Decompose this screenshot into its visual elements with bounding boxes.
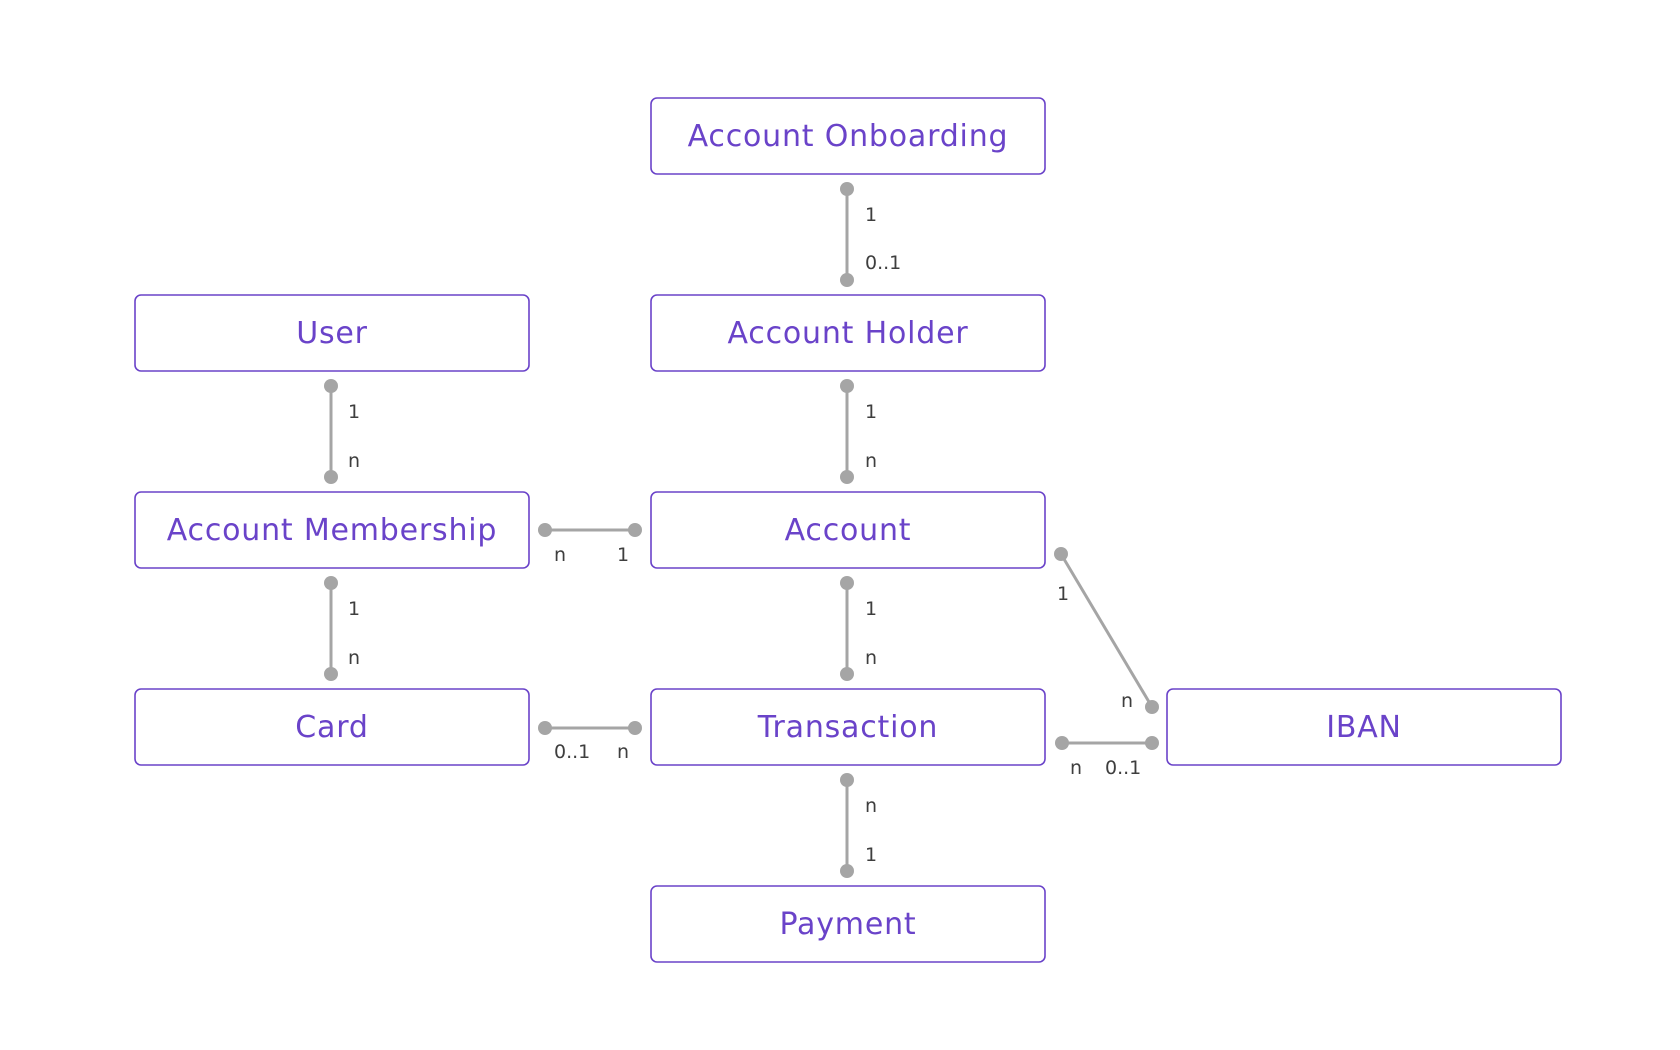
connector-endpoint xyxy=(1055,736,1069,750)
cardinality-label: 1 xyxy=(348,598,360,620)
cardinality-label: 1 xyxy=(617,544,629,566)
connector-endpoint xyxy=(840,667,854,681)
cardinality-label: 1 xyxy=(865,598,877,620)
connector-endpoint xyxy=(324,576,338,590)
cardinality-label: 1 xyxy=(865,401,877,423)
cardinality-label: n xyxy=(1070,757,1082,779)
connector-endpoint xyxy=(1054,547,1068,561)
entity-label: Account Onboarding xyxy=(688,119,1009,154)
entity-label: Account Membership xyxy=(167,513,497,548)
connector-endpoint xyxy=(840,864,854,878)
connector-endpoint xyxy=(538,523,552,537)
entity-label: Payment xyxy=(780,907,917,942)
cardinality-label: 1 xyxy=(865,204,877,226)
entity-user[interactable]: User xyxy=(134,294,530,372)
entity-box xyxy=(650,885,1046,963)
connector-endpoint xyxy=(324,667,338,681)
connector-endpoint xyxy=(840,379,854,393)
entity-label: IBAN xyxy=(1326,710,1402,745)
relationship-user-membership: 1 n xyxy=(324,379,360,484)
relationship-membership-account: n 1 xyxy=(538,523,642,566)
entity-label: Account xyxy=(785,513,912,548)
relationship-account-transaction: 1 n xyxy=(840,576,877,681)
cardinality-label: 1 xyxy=(1057,583,1069,605)
connector-endpoint xyxy=(840,773,854,787)
connector-endpoint xyxy=(1145,700,1159,714)
cardinality-label: n xyxy=(554,544,566,566)
cardinality-label: n xyxy=(865,795,877,817)
relationship-account-iban: 1 n xyxy=(1054,547,1159,714)
entity-box xyxy=(134,688,530,766)
cardinality-label: n xyxy=(1121,690,1133,712)
cardinality-label: n xyxy=(865,450,877,472)
relationship-transaction-iban: n 0..1 xyxy=(1055,736,1159,779)
connector-endpoint xyxy=(840,273,854,287)
connector-endpoint xyxy=(538,721,552,735)
entity-label: Card xyxy=(295,710,368,745)
entity-account-holder[interactable]: Account Holder xyxy=(650,294,1046,372)
relationship-membership-card: 1 n xyxy=(324,576,360,681)
connector-endpoint xyxy=(840,576,854,590)
entity-account-membership[interactable]: Account Membership xyxy=(134,491,530,569)
cardinality-label: n xyxy=(865,647,877,669)
entity-box xyxy=(134,491,530,569)
entity-account[interactable]: Account xyxy=(650,491,1046,569)
relationship-onboarding-holder: 1 0..1 xyxy=(840,182,901,287)
cardinality-label: 1 xyxy=(348,401,360,423)
entity-label: User xyxy=(296,316,368,351)
connector-endpoint xyxy=(840,182,854,196)
entity-box xyxy=(134,294,530,372)
cardinality-label: 0..1 xyxy=(865,252,901,274)
entity-box xyxy=(650,97,1046,175)
entity-box xyxy=(650,688,1046,766)
entity-account-onboarding[interactable]: Account Onboarding xyxy=(650,97,1046,175)
cardinality-label: n xyxy=(617,741,629,763)
connector-endpoint xyxy=(324,379,338,393)
relationship-holder-account: 1 n xyxy=(840,379,877,484)
connector-endpoint xyxy=(628,523,642,537)
entity-transaction[interactable]: Transaction xyxy=(650,688,1046,766)
connector-line xyxy=(1059,553,1154,708)
relationship-card-transaction: 0..1 n xyxy=(538,721,642,763)
entity-box xyxy=(650,491,1046,569)
entity-payment[interactable]: Payment xyxy=(650,885,1046,963)
cardinality-label: 0..1 xyxy=(1105,757,1141,779)
connector-endpoint xyxy=(628,721,642,735)
cardinality-label: 1 xyxy=(865,844,877,866)
relationship-transaction-payment: n 1 xyxy=(840,773,877,878)
entity-iban[interactable]: IBAN xyxy=(1166,688,1562,766)
cardinality-label: 0..1 xyxy=(554,741,590,763)
entity-card[interactable]: Card xyxy=(134,688,530,766)
entity-box xyxy=(650,294,1046,372)
entity-label: Transaction xyxy=(757,710,938,745)
cardinality-label: n xyxy=(348,450,360,472)
connector-endpoint xyxy=(324,470,338,484)
entity-box xyxy=(1166,688,1562,766)
connector-endpoint xyxy=(1145,736,1159,750)
cardinality-label: n xyxy=(348,647,360,669)
connector-endpoint xyxy=(840,470,854,484)
entity-label: Account Holder xyxy=(728,316,969,351)
